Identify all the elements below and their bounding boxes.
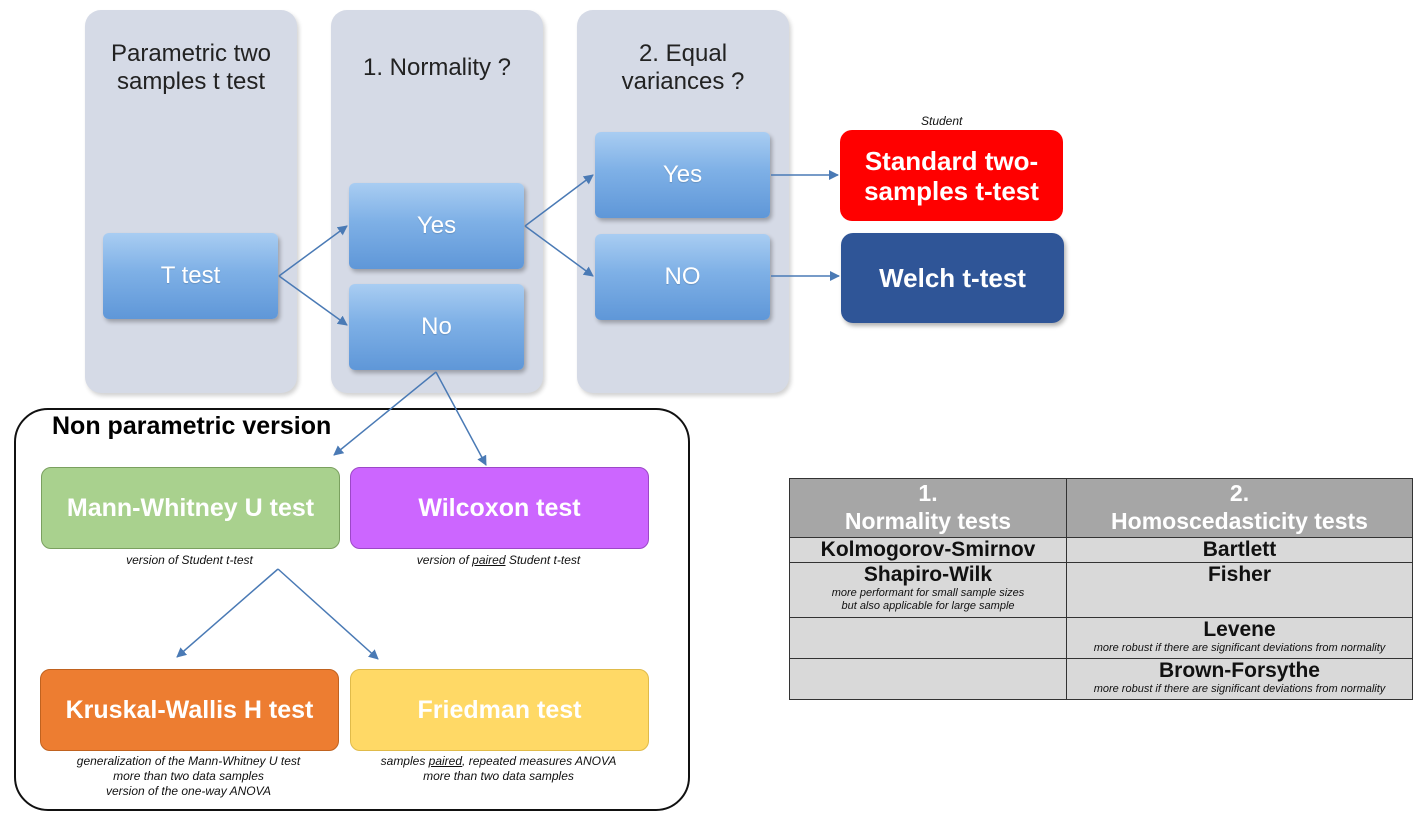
kruskal-note-line-2: more than two data samples [113,769,264,783]
kruskal-wallis-note: generalization of the Mann-Whitney U tes… [40,754,337,799]
arrow-no-to-wilcoxon [435,371,487,466]
kruskal-note-line-3: version of the one-way ANOVA [106,784,271,798]
header-homoscedasticity-num: 2. [1229,480,1250,506]
column-variances-title: 2. Equal variances ? [621,40,745,95]
test-name: Shapiro-Wilk [863,563,993,586]
mann-whitney-note: version of Student t-test [126,553,253,567]
table-row: Shapiro-Wilk more performant for small s… [789,562,1413,618]
test-note: more robust if there are significant dev… [1093,683,1386,695]
table-cell: Brown-Forsythe more robust if there are … [1066,658,1413,700]
test-name: Brown-Forsythe [1158,659,1320,682]
wilcoxon-note-pre: version of [416,553,473,567]
arrow-yes-to-var-no [524,225,594,277]
test-name: Kolmogorov-Smirnov [820,538,1036,561]
arrow-no-to-mann-whitney [333,371,437,456]
arrow-yes-to-var-yes [524,174,594,227]
test-note: more robust if there are significant dev… [1093,642,1386,654]
normality-no-box: No [349,284,524,370]
variance-no-box: NO [595,234,770,320]
friedman-note-pre: samples [380,754,429,768]
test-name: Fisher [1207,563,1272,586]
test-note: but also applicable for large sample [841,600,1015,612]
table-row: Brown-Forsythe more robust if there are … [789,658,1413,700]
friedman-note-line-2: more than two data samples [423,769,574,783]
arrow-mann-to-friedman [277,568,379,660]
header-normality-label: Normality tests [844,508,1012,534]
header-normality-num: 1. [918,480,938,506]
header-homoscedasticity-label: Homoscedasticity tests [1111,508,1368,534]
table-cell [789,658,1067,700]
normality-yes-box: Yes [349,183,524,269]
tests-table: 1. Normality tests 2. Homoscedasticity t… [789,478,1413,700]
wilcoxon-note-paired: paired [472,553,506,567]
table-cell: Bartlett [1066,537,1413,563]
friedman-note-post: , repeated measures ANOVA [462,754,617,768]
welch-t-test-box: Welch t-test [841,233,1064,323]
table-cell: Shapiro-Wilk more performant for small s… [789,562,1067,618]
kruskal-note-line-1: generalization of the Mann-Whitney U tes… [76,754,301,768]
test-name: Bartlett [1202,538,1277,561]
wilcoxon-note-post: Student t-test [505,553,581,567]
arrow-ttest-to-yes [278,225,348,277]
friedman-box: Friedman test [350,669,649,751]
test-name: Levene [1203,618,1276,641]
table-row: Kolmogorov-Smirnov Bartlett [789,537,1413,563]
nonparametric-title: Non parametric version [52,412,332,440]
variance-yes-box: Yes [595,132,770,218]
friedman-note-paired: paired [428,754,463,768]
kruskal-wallis-box: Kruskal-Wallis H test [40,669,339,751]
t-test-box: T test [103,233,278,319]
header-homoscedasticity-tests: 2. Homoscedasticity tests [1066,478,1413,538]
column-normality-title: 1. Normality ? [362,54,512,81]
mann-whitney-box: Mann-Whitney U test [41,467,340,549]
test-note: more performant for small sample sizes [831,587,1025,599]
column-parametric-title: Parametric two samples t test [110,40,272,95]
table-cell: Levene more robust if there are signific… [1066,617,1413,659]
student-caption: Student [921,114,963,128]
table-cell: Kolmogorov-Smirnov [789,537,1067,563]
column-parametric: Parametric two samples t test [85,10,297,393]
table-cell: Fisher [1066,562,1413,618]
standard-t-test-box: Standard two- samples t-test [840,130,1063,221]
arrow-mann-to-kruskal [176,568,279,658]
table-row: Levene more robust if there are signific… [789,617,1413,659]
friedman-note-line-1: samples paired, repeated measures ANOVA [350,754,647,769]
wilcoxon-note: version of paired Student t-test [350,553,647,568]
arrow-ttest-to-no [278,275,348,326]
header-normality-tests: 1. Normality tests [789,478,1067,538]
table-cell [789,617,1067,659]
friedman-note: samples paired, repeated measures ANOVA … [350,754,647,784]
wilcoxon-box: Wilcoxon test [350,467,649,549]
table-header-row: 1. Normality tests 2. Homoscedasticity t… [789,478,1413,538]
